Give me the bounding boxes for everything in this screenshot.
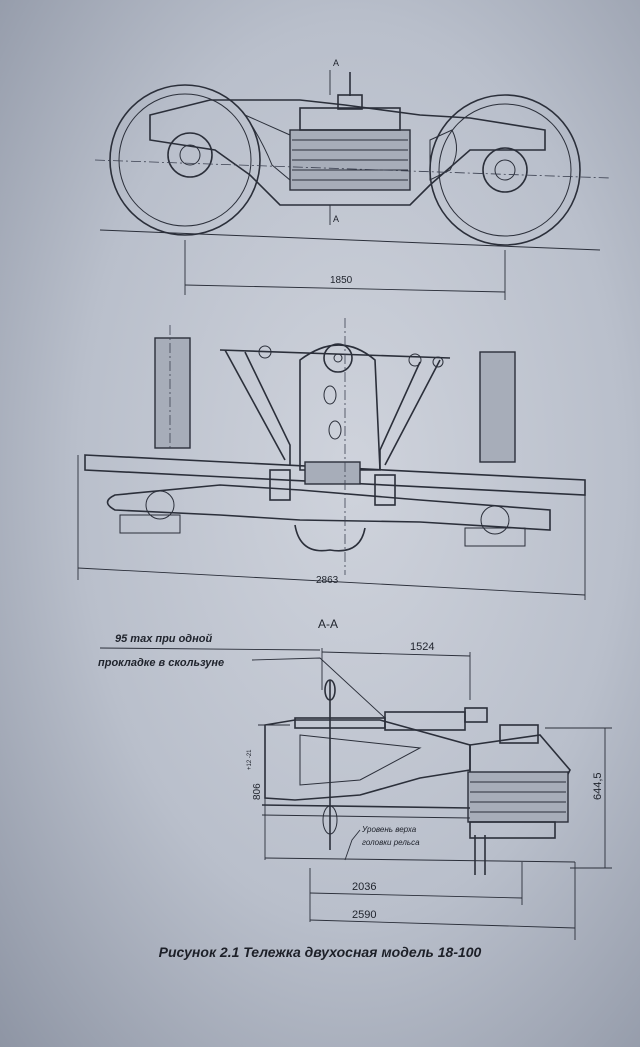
note-line-2: прокладке в скользуне (98, 657, 224, 669)
bolster (299, 344, 381, 471)
dim-1524: 1524 (410, 641, 434, 653)
bolster-section (264, 719, 471, 801)
section-mark-bottom: A (333, 214, 339, 224)
spring-nest-section (467, 771, 569, 823)
dim-1850: 1850 (330, 275, 353, 286)
section-view: А-А 95 max при одной прокладке в скользу… (98, 617, 612, 940)
section-title: А-А (318, 617, 338, 631)
side-view: A A 1850 (94, 58, 611, 300)
right-axle-box (482, 147, 528, 193)
dim-806: 806 (252, 783, 263, 800)
side-frame-plan (106, 484, 551, 531)
left-axle (154, 337, 191, 449)
right-axle (479, 351, 516, 463)
dim-2863: 2863 (316, 575, 339, 586)
left-axle-box (167, 132, 213, 178)
dim-2036: 2036 (352, 881, 376, 893)
side-frame (149, 99, 546, 206)
left-wheel (109, 84, 261, 236)
plan-view: 2863 (77, 318, 586, 600)
rail-label-2: головки рельса (362, 838, 420, 847)
rail-label-1: Уровень верха (361, 825, 417, 834)
note-line-1: 95 max при одной (115, 633, 212, 645)
dim-806-tolerance: +12 -21 (247, 749, 253, 770)
figure-caption: Рисунок 2.1 Тележка двухосная модель 18-… (158, 944, 482, 960)
dim-2590: 2590 (352, 909, 376, 921)
section-mark-top: A (333, 58, 339, 68)
dim-644-5: 644,5 (592, 772, 604, 800)
